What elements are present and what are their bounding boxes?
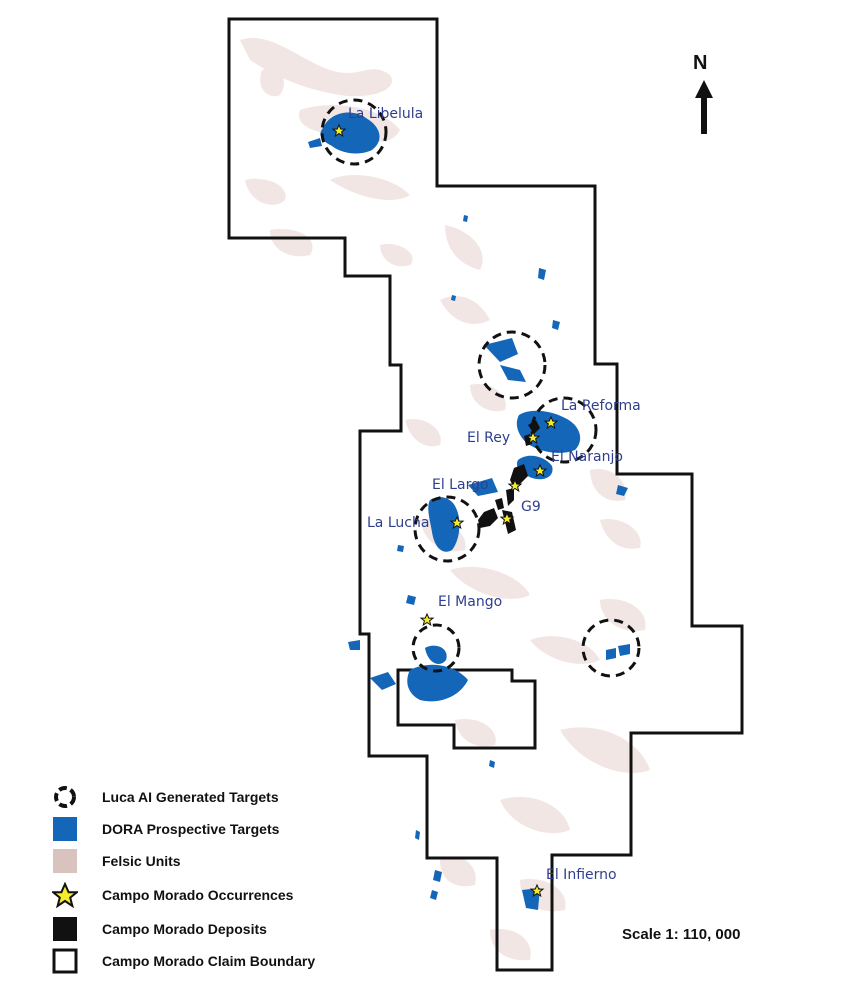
target-label-la-reforma: La Reforma (561, 398, 641, 414)
star-icon (499, 511, 515, 526)
target-label-la-libelula: La Libelula (348, 106, 424, 122)
star-icon (532, 463, 548, 478)
legend-label: Campo Morado Occurrences (102, 887, 294, 903)
legend-label: Felsic Units (102, 853, 181, 869)
star-icon (449, 515, 465, 530)
target-label-el-mango: El Mango (438, 594, 503, 610)
legend-item-felsic: Felsic Units (52, 848, 181, 874)
legend-label: Luca AI Generated Targets (102, 789, 279, 805)
legend-label: Campo Morado Deposits (102, 921, 267, 937)
target-label-el-rey: El Rey (467, 430, 511, 446)
campo-morado-occurrences (331, 123, 559, 898)
target-label-la-lucha: La Lucha (367, 515, 430, 531)
legend-item-dora: DORA Prospective Targets (52, 816, 279, 842)
pink-square-icon (53, 849, 77, 873)
legend-item-occurrences: Campo Morado Occurrences (52, 882, 293, 908)
blue-square-icon (53, 817, 77, 841)
scale-label: Scale 1: 110, 000 (622, 926, 741, 943)
felsic-units (240, 37, 650, 961)
claim-boundary (227, 17, 744, 972)
legend-label: DORA Prospective Targets (102, 821, 280, 837)
star-icon (419, 612, 435, 627)
black-square-icon (53, 917, 77, 941)
star-icon (52, 882, 78, 908)
north-letter: N (693, 52, 708, 74)
dora-targets (308, 112, 630, 910)
legend-item-deposits: Campo Morado Deposits (52, 916, 267, 942)
target-label-el-largo: El Largo (432, 477, 489, 493)
dashed-circle-icon (54, 786, 76, 808)
star-icon (529, 883, 545, 898)
star-icon (507, 478, 523, 493)
outline-square-icon (52, 948, 78, 974)
target-label-el-infierno: El Infierno (546, 867, 617, 883)
legend-item-claim-boundary: Campo Morado Claim Boundary (52, 948, 315, 974)
star-icon (543, 415, 559, 430)
target-label-el-naranjo: El Naranjo (551, 449, 623, 465)
star-icon (331, 123, 347, 138)
star-icon (525, 430, 541, 445)
luca-ai-targets (320, 98, 641, 678)
target-label-g9: G9 (521, 499, 541, 515)
legend-label: Campo Morado Claim Boundary (102, 953, 316, 969)
north-arrow-icon (695, 80, 713, 134)
legend-item-luca-ai: Luca AI Generated Targets (52, 784, 279, 810)
